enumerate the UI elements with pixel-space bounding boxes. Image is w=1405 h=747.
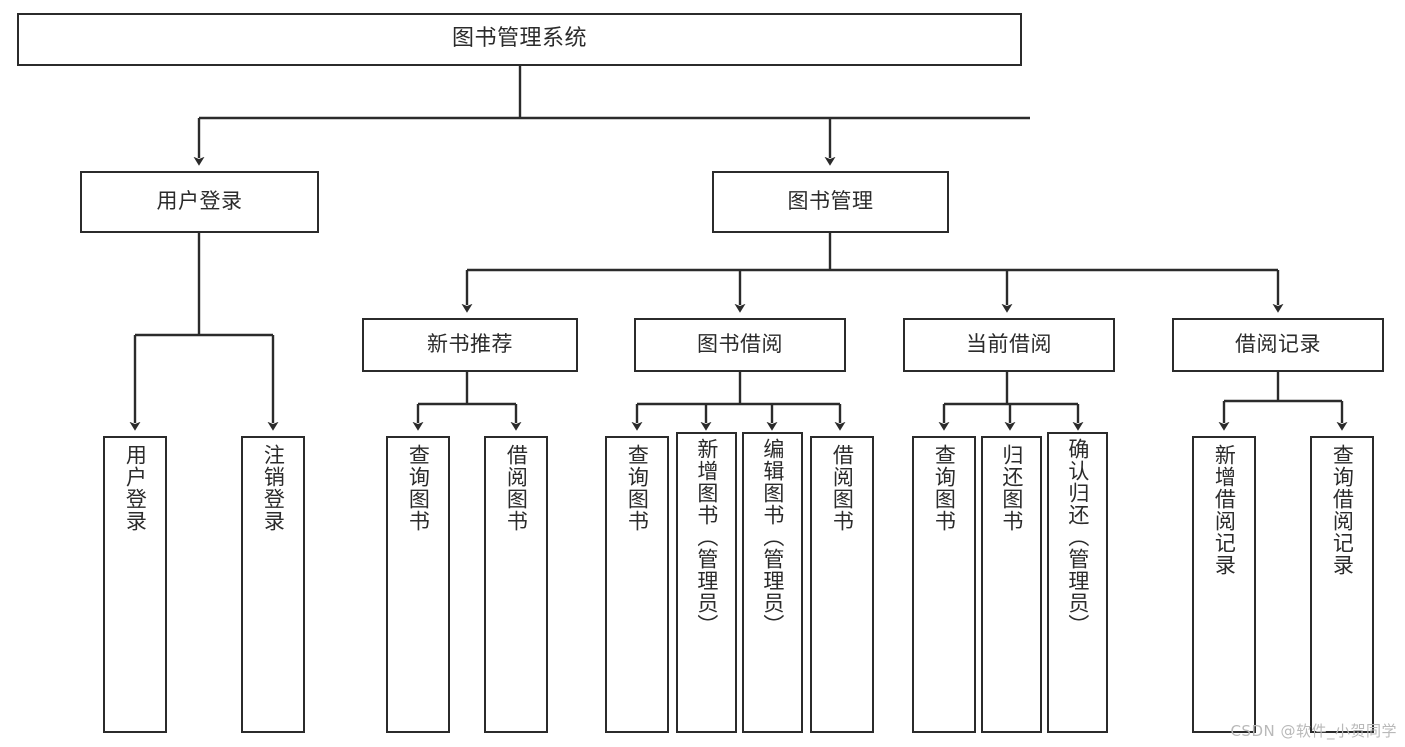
node-borrow-record[interactable]: 借阅记录: [1172, 318, 1384, 372]
leaf-current-borrow-query[interactable]: 查询图书: [912, 436, 976, 733]
node-root[interactable]: 图书管理系统: [17, 13, 1022, 66]
node-book-borrow[interactable]: 图书借阅: [634, 318, 846, 372]
leaf-current-borrow-confirm-return[interactable]: 确认归还（管理员）: [1047, 432, 1108, 733]
leaf-book-borrow-add[interactable]: 新增图书（管理员）: [676, 432, 737, 733]
leaf-user-login-logout[interactable]: 注销登录: [241, 436, 305, 733]
watermark: CSDN @软件_小贺同学: [1230, 722, 1397, 740]
leaf-new-book-query[interactable]: 查询图书: [386, 436, 450, 733]
node-book-management[interactable]: 图书管理: [712, 171, 949, 233]
node-current-borrow[interactable]: 当前借阅: [903, 318, 1115, 372]
node-new-book-recommend[interactable]: 新书推荐: [362, 318, 578, 372]
leaf-borrow-record-query[interactable]: 查询借阅记录: [1310, 436, 1374, 733]
leaf-user-login-login[interactable]: 用户登录: [103, 436, 167, 733]
leaf-book-borrow-borrow[interactable]: 借阅图书: [810, 436, 874, 733]
node-user-login[interactable]: 用户登录: [80, 171, 319, 233]
leaf-book-borrow-query[interactable]: 查询图书: [605, 436, 669, 733]
leaf-current-borrow-return[interactable]: 归还图书: [981, 436, 1042, 733]
leaf-new-book-borrow[interactable]: 借阅图书: [484, 436, 548, 733]
leaf-borrow-record-add[interactable]: 新增借阅记录: [1192, 436, 1256, 733]
leaf-book-borrow-edit[interactable]: 编辑图书（管理员）: [742, 432, 803, 733]
